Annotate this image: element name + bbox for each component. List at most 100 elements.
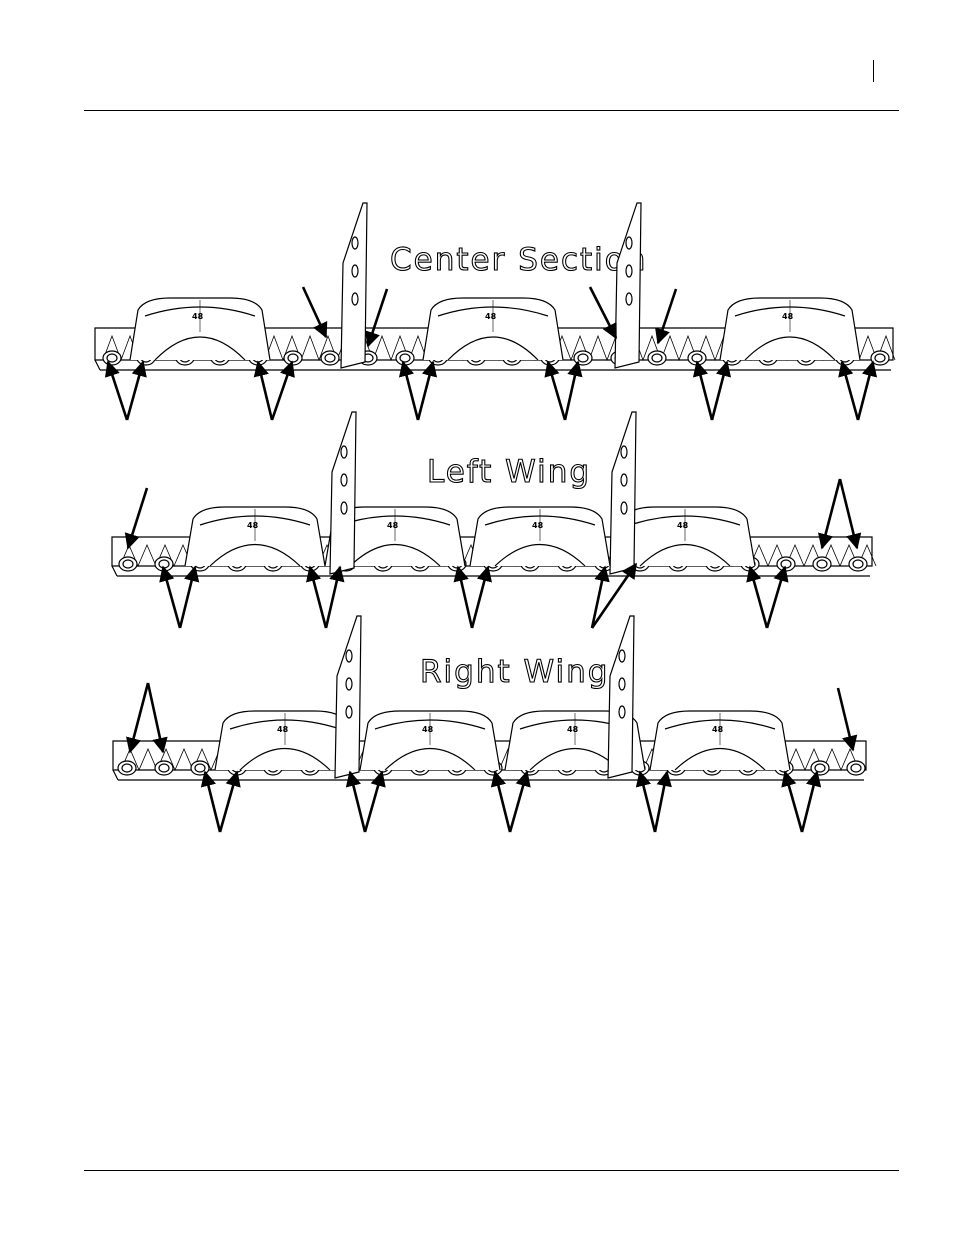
footer-rule	[84, 1170, 899, 1171]
mount-hole	[618, 649, 626, 663]
arrow	[159, 565, 182, 629]
toolbar-end	[111, 565, 118, 577]
row-unit-disc	[776, 556, 796, 572]
arrow	[635, 770, 657, 833]
row-unit-hub	[122, 559, 134, 569]
mount-hole	[345, 649, 353, 663]
mount-hole	[340, 445, 348, 459]
row-unit-disc	[102, 350, 122, 366]
arrow	[800, 770, 822, 833]
mount-plate	[607, 615, 635, 779]
mount-hole	[620, 473, 628, 487]
arrow	[324, 565, 345, 629]
mount-hole	[625, 264, 633, 278]
arrow	[416, 360, 438, 421]
arrow	[653, 770, 672, 833]
mount-hole	[625, 292, 633, 306]
mount-hole	[351, 264, 359, 278]
arrow	[490, 770, 512, 833]
hopper-badge: 48	[192, 312, 204, 321]
hopper-badge: 48	[567, 725, 579, 734]
header-tick	[873, 60, 874, 82]
row-unit-hub	[324, 353, 336, 363]
arrow	[125, 682, 150, 754]
arrow	[470, 565, 492, 629]
arrow	[125, 360, 147, 421]
row-unit-disc	[647, 350, 667, 366]
mount-hole	[345, 677, 353, 691]
header-rule	[84, 110, 899, 111]
row-unit-disc	[848, 556, 868, 572]
mount-hole	[620, 445, 628, 459]
arrow	[270, 360, 295, 421]
hopper-badge: 48	[422, 725, 434, 734]
mount-plate	[334, 615, 362, 779]
arrow	[104, 360, 129, 421]
arrow	[124, 487, 149, 550]
arrow	[563, 360, 583, 421]
hopper-badge: 48	[532, 521, 544, 530]
mount-hole	[340, 473, 348, 487]
pointer-arrows	[104, 286, 878, 833]
mount-hole	[351, 292, 359, 306]
row-unit-hub	[577, 353, 589, 363]
mount-hole	[618, 677, 626, 691]
hopper-arch	[447, 336, 539, 361]
row-unit-hub	[874, 353, 886, 363]
row-unit-hub	[121, 763, 133, 773]
row-unit-disc	[117, 760, 137, 776]
mount-plate	[609, 411, 637, 575]
row-unit-disc	[846, 760, 866, 776]
hopper-badge: 48	[387, 521, 399, 530]
arrow	[301, 286, 328, 339]
arrow	[692, 360, 714, 421]
mount-hole	[620, 501, 628, 515]
row-unit-hub	[651, 353, 663, 363]
mount-hole	[625, 236, 633, 250]
hopper-arch	[639, 544, 731, 567]
arrow	[838, 478, 862, 550]
arrow	[398, 360, 420, 421]
arrow	[588, 286, 618, 340]
hopper-badge: 48	[247, 521, 259, 530]
arrow	[365, 288, 389, 348]
arrow	[746, 565, 769, 629]
arrow	[508, 770, 531, 833]
hopper-badge: 48	[782, 312, 794, 321]
mount-hole	[351, 236, 359, 250]
hopper-arch	[154, 336, 246, 361]
hopper-arch	[674, 748, 766, 771]
row-unit-hub	[158, 763, 170, 773]
row-unit-disc	[812, 556, 832, 572]
arrow	[146, 682, 168, 754]
arrow	[838, 360, 860, 421]
arrow	[345, 770, 367, 833]
arrow	[590, 565, 610, 629]
hopper-arch	[744, 336, 836, 361]
arrow	[836, 687, 858, 752]
center-section-label: Center Section	[390, 242, 647, 278]
toolbar-end	[112, 769, 119, 781]
arrow	[710, 360, 732, 421]
hopper-badge: 48	[677, 521, 689, 530]
mount-plate	[614, 202, 642, 369]
mount-hole	[345, 705, 353, 719]
hopper-arch	[239, 748, 331, 771]
hopper-badge: 48	[712, 725, 724, 734]
arrow	[306, 565, 328, 629]
row-unit-disc	[320, 350, 340, 366]
arrow	[765, 565, 789, 629]
row-unit-disc	[154, 760, 174, 776]
arrow	[781, 770, 804, 833]
arrow	[453, 565, 474, 629]
left-wing-label: Left Wing	[427, 454, 591, 490]
arrow	[817, 478, 842, 550]
row-unit-hub	[852, 559, 864, 569]
toolbar-end	[94, 359, 101, 371]
right-wing-label: Right Wing	[420, 654, 609, 690]
hopper-arch	[209, 544, 301, 567]
hopper-arch	[494, 544, 586, 567]
